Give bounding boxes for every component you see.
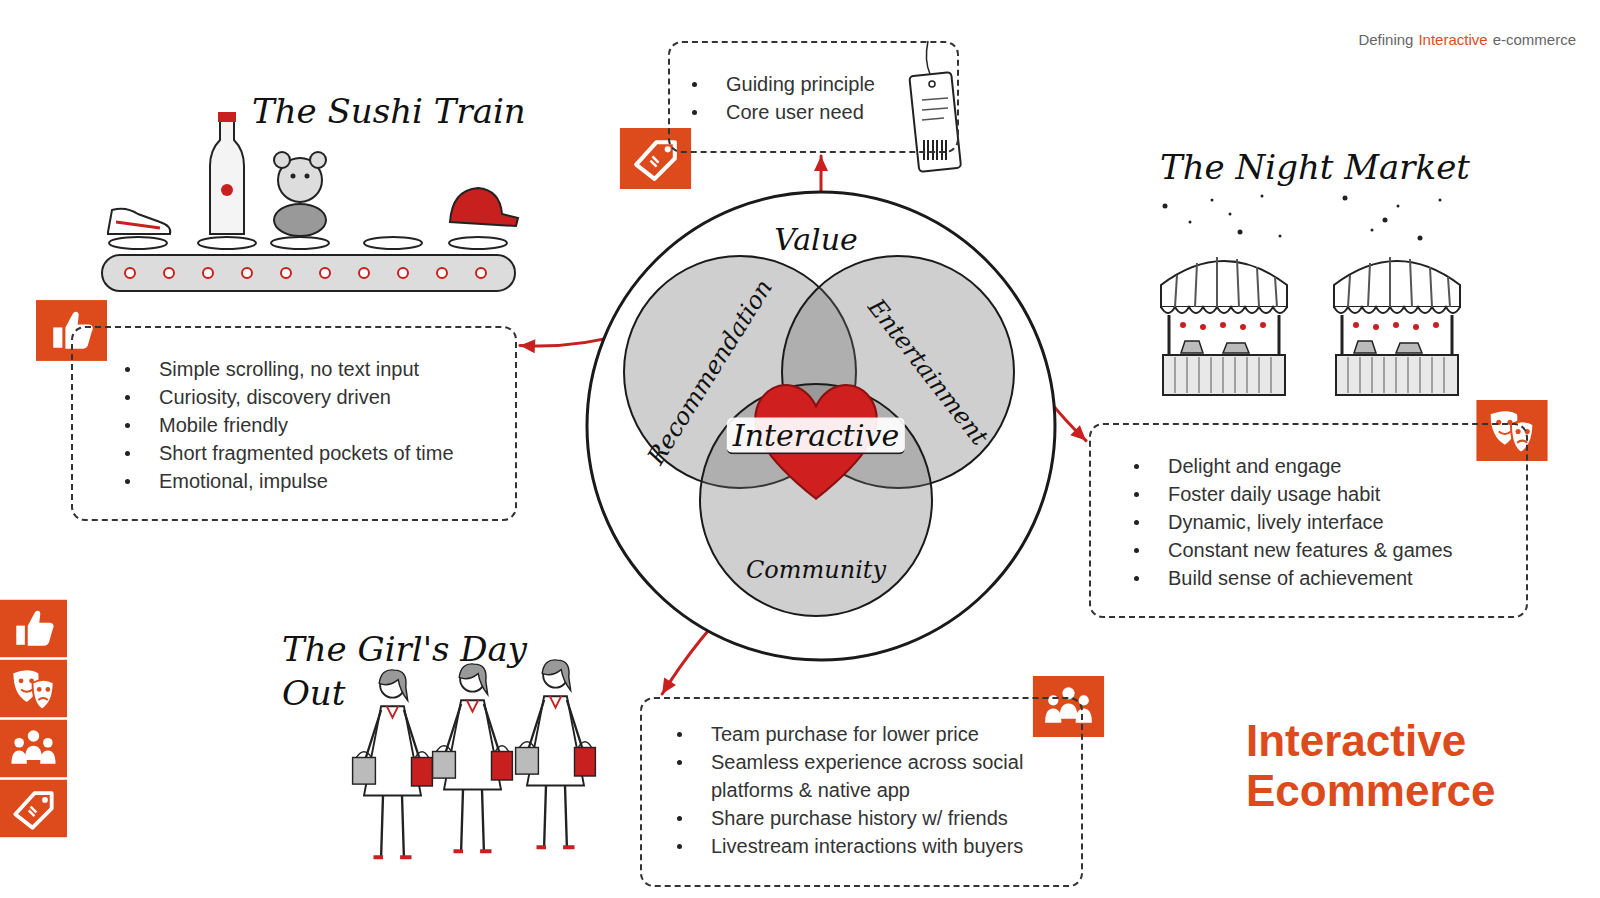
dashed-box: The Night MarketDelight and engageFoster…: [1089, 423, 1528, 618]
arrow-head: [814, 156, 828, 171]
bullet-item: Delight and engage: [1168, 452, 1510, 480]
star-dot: [1371, 229, 1374, 232]
bullet-item: Seamless experience across social platfo…: [711, 748, 1065, 804]
star-dot: [1229, 213, 1232, 216]
mask-icon: [1476, 400, 1547, 461]
section-heading: The Sushi Train: [252, 89, 526, 133]
bullet-item: Share purchase history w/ friends: [711, 804, 1065, 832]
star-dot: [1279, 235, 1282, 238]
belt-dot: [398, 268, 408, 278]
star-dot: [1439, 199, 1442, 202]
diagram-title: Interactive Ecommerce: [1246, 716, 1546, 816]
sidebar-icon: [0, 600, 67, 657]
arrow-head: [662, 678, 676, 694]
center-label: Interactive: [727, 418, 905, 455]
night-market-drawing: [1161, 195, 1460, 396]
people-icon: [1033, 676, 1104, 737]
arrow-head: [1070, 425, 1086, 440]
bullet-item: Constant new features & games: [1168, 536, 1510, 564]
star-dot: [1189, 221, 1192, 224]
bullet-item: Livestream interactions with buyers: [711, 832, 1065, 860]
sidebar-icon: [0, 660, 67, 717]
arrow-head: [520, 339, 535, 353]
header-text: e-commerce: [1493, 30, 1576, 50]
header-line: DefiningInteractive e-commerce: [1358, 30, 1576, 50]
section-heading: The Girl's Day Out: [282, 627, 542, 715]
heart-node: Interactive: [726, 370, 906, 510]
sidebar-icon: [0, 720, 67, 777]
bullet-item: Guiding principle: [726, 70, 941, 98]
section-heading: The Night Market: [1160, 145, 1470, 189]
header-text: Interactive: [1418, 30, 1487, 50]
circle-label: Value: [774, 222, 857, 257]
sushi-train-drawing: [102, 112, 518, 291]
belt-dot: [164, 268, 174, 278]
dashed-box: Guiding principleCore user need: [668, 41, 959, 153]
bullet-item: Short fragmented pockets of time: [159, 439, 499, 467]
dashed-box: The Sushi TrainSimple scrolling, no text…: [71, 326, 517, 521]
circle-line: [587, 192, 1055, 660]
belt-dot: [125, 268, 135, 278]
bullet-item: Team purchase for lower price: [711, 720, 1065, 748]
arrow-connector: [814, 156, 828, 191]
star-dot: [1163, 204, 1168, 209]
header-text: Defining: [1358, 30, 1413, 50]
dashed-box: The Girl's Day OutTeam purchase for lowe…: [640, 697, 1083, 887]
star-dot: [1238, 230, 1243, 235]
tag-icon: [620, 128, 691, 189]
bullet-item: Mobile friendly: [159, 411, 499, 439]
bullet-item: Foster daily usage habit: [1168, 480, 1510, 508]
bullet-item: Dynamic, lively interface: [1168, 508, 1510, 536]
star-dot: [1418, 236, 1423, 241]
star-dot: [1211, 199, 1214, 202]
belt-dot: [437, 268, 447, 278]
star-dot: [1397, 205, 1400, 208]
star-dot: [1343, 196, 1348, 201]
bullet-item: Simple scrolling, no text input: [159, 355, 499, 383]
girls-drawing: [353, 660, 596, 857]
belt-dot: [359, 268, 369, 278]
circle-line: [700, 384, 932, 616]
bullet-item: Core user need: [726, 98, 941, 126]
venn-circle: ValueRecommendationEntertainmentCommunit…: [584, 189, 1058, 663]
belt-dot: [320, 268, 330, 278]
belt-dot: [476, 268, 486, 278]
belt-dot: [203, 268, 213, 278]
bullet-item: Curiosity, discovery driven: [159, 383, 499, 411]
bullet-item: Build sense of achievement: [1168, 564, 1510, 592]
star-dot: [1261, 195, 1264, 198]
bullet-item: Emotional, impulse: [159, 467, 499, 495]
circle-label: Community: [746, 556, 886, 584]
belt-dot: [281, 268, 291, 278]
belt-dot: [242, 268, 252, 278]
star-dot: [1383, 218, 1388, 223]
sidebar-icon: [0, 780, 67, 837]
